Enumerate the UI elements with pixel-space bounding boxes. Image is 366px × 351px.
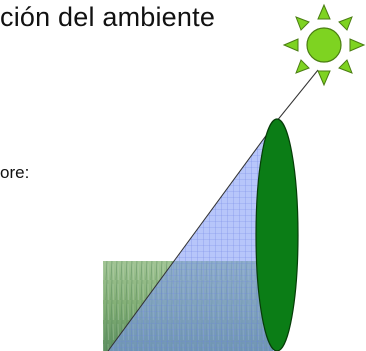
sun-icon [282, 3, 366, 87]
ground-light-band [103, 261, 276, 351]
sun-ray [275, 69, 319, 123]
cone-edge [107, 121, 277, 351]
plant-leaf [255, 118, 299, 351]
side-label: ore: [0, 163, 30, 182]
page-title: ción del ambiente [0, 2, 216, 32]
